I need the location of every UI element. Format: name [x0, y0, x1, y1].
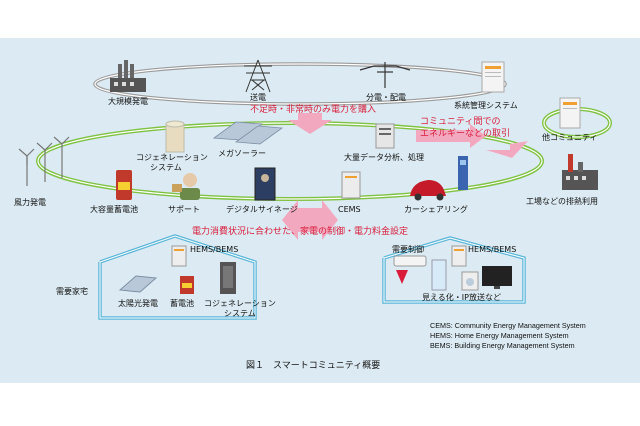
legend-bems: BEMS: Building Energy Management System	[430, 341, 575, 350]
air-conditioner-icon	[393, 255, 427, 267]
demand-control-right-label: 需要制御	[392, 244, 424, 254]
inter-community-label-line2: エネルギーなどの取引	[420, 128, 510, 139]
transmission-label: 送電	[250, 92, 266, 102]
signage-label: デジタルサイネージ	[226, 204, 298, 214]
large-power-plant-label: 大規模発電	[108, 96, 148, 106]
big-data-label: 大量データ分析、処理	[344, 152, 424, 162]
cems-server-icon	[341, 171, 361, 199]
electric-car-icon	[410, 180, 446, 201]
large-battery-label: 大容量蓄電池	[90, 204, 138, 214]
car-sharing-label: カーシェアリング	[404, 204, 468, 214]
distribution-pole-icon	[359, 62, 411, 88]
home-cogeneration-icon	[220, 262, 236, 294]
cems-label: CEMS	[338, 205, 361, 214]
other-community-label: 他コミュニティ	[542, 132, 598, 142]
inter-community-label-line1: コミュニティ間での	[420, 116, 500, 127]
figure-caption: 図１ スマートコミュニティ概要	[246, 359, 380, 371]
building-ems-server-icon	[451, 245, 467, 267]
left-house-outline-inner	[99, 235, 256, 319]
home-solar-label: 太陽光発電	[118, 298, 158, 308]
home-battery-label: 蓄電池	[170, 298, 194, 308]
legend-hems: HEMS: Home Energy Management System	[430, 331, 569, 340]
legend-cems: CEMS: Community Energy Management System	[430, 321, 586, 330]
right-house-outline-inner	[383, 237, 525, 303]
wind-power-label: 風力発電	[14, 197, 46, 207]
hems-bems-left-label: HEMS/BEMS	[190, 245, 238, 254]
home-cogeneration-label-line2: システム	[224, 309, 256, 318]
home-solar-panel-icon	[118, 275, 158, 293]
digital-signage-icon	[254, 167, 276, 201]
demand-control-label: 電力消費状況に合わせた、家電の制御・電力料金設定	[192, 225, 408, 237]
wind-turbines-icon	[18, 136, 70, 186]
demand-home-label: 需要家宅	[56, 286, 88, 296]
upper-grid-ring-inner	[94, 63, 506, 105]
large-battery-icon	[116, 170, 132, 200]
inter-community-arrow-up	[486, 141, 528, 158]
cogeneration-label-line1: コジェネレーション	[136, 153, 208, 162]
visualization-label: 見える化・IP放送など	[422, 292, 501, 302]
buy-power-label: 不足時・非常時のみ電力を購入	[250, 103, 376, 115]
distribution-label: 分電・配電	[366, 93, 406, 102]
grid-system-server-icon	[481, 61, 505, 93]
mega-solar-label: メガソーラー	[218, 148, 266, 158]
support-label: サポート	[168, 205, 200, 214]
home-cogeneration-label-line1: コジェネレーション	[204, 299, 276, 308]
demand-down-arrow-icon	[396, 270, 408, 284]
home-battery-icon	[180, 276, 194, 294]
home-ems-server-icon	[171, 245, 187, 267]
hems-bems-right-label: HEMS/BEMS	[468, 245, 516, 254]
television-icon	[482, 266, 512, 289]
buy-power-arrow	[288, 113, 332, 134]
inter-community-arrow-right	[416, 124, 486, 148]
cogeneration-label-line2: システム	[150, 163, 182, 172]
mega-solar-panels-icon	[212, 121, 284, 145]
demand-control-arrow	[282, 200, 338, 240]
factory-heat-label: 工場などの排熱利用	[526, 196, 598, 206]
factory-icon	[562, 154, 598, 190]
other-community-server-icon	[559, 97, 581, 129]
washing-machine-icon	[461, 271, 479, 291]
charging-station-icon	[458, 156, 468, 190]
support-staff-icon	[172, 173, 200, 200]
cogeneration-tank-icon	[165, 120, 185, 153]
data-server-icon	[375, 123, 395, 149]
refrigerator-icon	[431, 259, 447, 291]
grid-system-label: 系統管理システム	[454, 100, 518, 110]
power-plant-icon	[110, 60, 146, 92]
transmission-tower-icon	[244, 59, 272, 93]
community-ring-inner	[37, 122, 543, 200]
